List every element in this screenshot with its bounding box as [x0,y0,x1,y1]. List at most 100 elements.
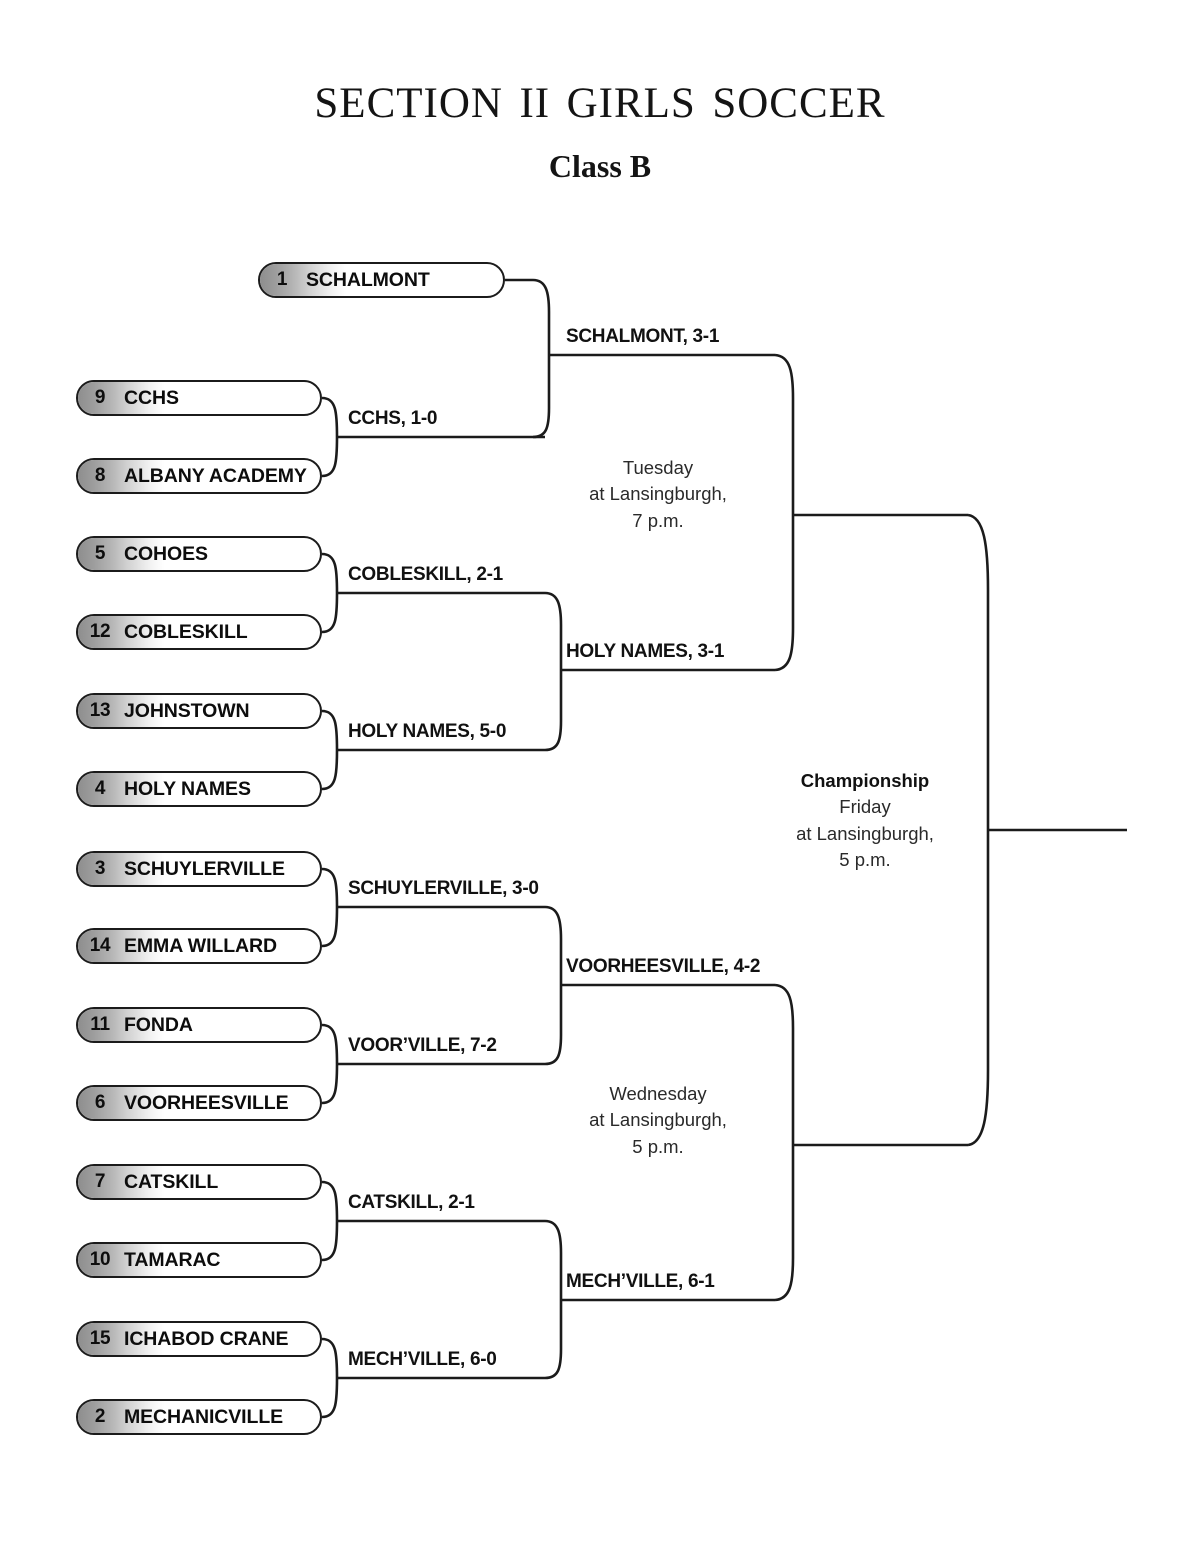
result-label-qf-voorheesville: VOORHEESVILLE, 4-2 [566,956,761,977]
page-header: Section II Girls Soccer Class B [0,0,1200,182]
r2-pair-curve-d [321,867,339,948]
r2-pair-curve-a [321,396,339,478]
r2-pair-curve-f [321,1180,339,1262]
team-pill-ichabod-crane[interactable]: 15 ICHABOD CRANE [76,1321,322,1357]
team-name: CCHS [124,386,179,409]
qf-bracket-1 [532,278,551,439]
championship-heading: Championship [800,770,930,791]
pill-seed-shade [260,264,346,296]
seed-number: 12 [89,621,111,642]
page-title: Section II Girls Soccer [314,63,886,131]
team-pill-schalmont[interactable]: 1 SCHALMONT [258,262,505,298]
team-name: SCHALMONT [306,268,430,291]
game-info-semifinal-top: Tuesday at Lansingburgh, 7 p.m. [543,455,773,534]
semifinal-bottom-day: Wednesday [609,1083,707,1104]
result-label-r2-catskill: CATSKILL, 2-1 [348,1192,475,1213]
seed-number: 8 [94,465,106,486]
sf-bracket-bottom [774,983,795,1302]
team-pill-fonda[interactable]: 11 FONDA [76,1007,322,1043]
pill-seed-shade [78,773,164,805]
team-name: VOORHEESVILLE [124,1091,289,1114]
team-name: CATSKILL [124,1170,219,1193]
team-name: EMMA WILLARD [124,934,277,957]
result-label-r2-schuylerville: SCHUYLERVILLE, 3-0 [348,878,539,899]
r2-pair-curve-b [321,552,339,634]
r2-pair-curve-e [321,1023,339,1105]
team-name: JOHNSTOWN [124,699,250,722]
pill-seed-shade [78,382,164,414]
semifinal-bottom-venue: at Lansingburgh, [589,1109,727,1131]
team-pill-emma-willard[interactable]: 14 EMMA WILLARD [76,928,322,964]
qf-bracket-3 [544,905,563,1066]
team-pill-voorheesville[interactable]: 6 VOORHEESVILLE [76,1085,322,1121]
pill-seed-shade [78,460,164,492]
championship-day: Friday [839,796,891,818]
page-subtitle: Class B [548,148,652,184]
pill-seed-shade [78,616,164,648]
result-label-r2-voorville: VOOR’VILLE, 7-2 [348,1035,497,1056]
championship-venue: at Lansingburgh, [796,822,934,844]
seed-number: 10 [89,1249,111,1270]
team-pill-catskill[interactable]: 7 CATSKILL [76,1164,322,1200]
qf-bracket-4 [544,1219,563,1380]
result-label-r2-cchs: CCHS, 1-0 [348,408,438,429]
championship-time: 5 p.m. [839,848,891,870]
result-label-qf-mechville: MECH’VILLE, 6-1 [566,1271,715,1292]
qf-bracket-2 [544,591,563,752]
team-pill-cohoes[interactable]: 5 COHOES [76,536,322,572]
r2-pair-curve-c [321,709,339,791]
seed-number: 11 [90,1014,110,1035]
result-label-r2-cobleskill: COBLESKILL, 2-1 [348,564,503,585]
r2-pair-curve-g [321,1337,339,1419]
team-name: MECHANICVILLE [124,1405,284,1428]
seed-number: 5 [94,543,106,564]
game-info-semifinal-bottom: Wednesday at Lansingburgh, 5 p.m. [543,1081,773,1160]
team-name: COHOES [124,542,208,565]
team-pill-mechanicville[interactable]: 2 MECHANICVILLE [76,1399,322,1435]
seed-number: 3 [94,858,106,879]
game-info-championship: Championship Friday at Lansingburgh, 5 p… [750,768,980,873]
seed-number: 9 [94,387,106,408]
team-name: TAMARAC [124,1248,221,1271]
pill-seed-shade [78,1323,164,1355]
team-pill-schuylerville[interactable]: 3 SCHUYLERVILLE [76,851,322,887]
pill-seed-shade [78,538,164,570]
seed-number: 15 [89,1328,111,1349]
pill-seed-shade [78,695,164,727]
team-pill-tamarac[interactable]: 10 TAMARAC [76,1242,322,1278]
seed-number: 13 [89,700,111,721]
semifinal-top-time: 7 p.m. [632,509,684,531]
seed-number: 1 [276,269,288,290]
team-name: HOLY NAMES [124,777,251,800]
team-pill-cobleskill[interactable]: 12 COBLESKILL [76,614,322,650]
team-name: ALBANY ACADEMY [124,464,307,487]
team-name: COBLESKILL [124,620,248,643]
sf-bracket-top [774,353,795,672]
team-pill-johnstown[interactable]: 13 JOHNSTOWN [76,693,322,729]
team-name: FONDA [124,1013,193,1036]
seed-number: 2 [94,1406,106,1427]
team-pill-holy-names[interactable]: 4 HOLY NAMES [76,771,322,807]
pill-seed-shade [78,1244,164,1276]
result-label-r2-holy-names: HOLY NAMES, 5-0 [348,721,507,742]
pill-seed-shade [78,1401,164,1433]
seed-number: 6 [94,1092,106,1113]
pill-seed-shade [78,1166,164,1198]
team-pill-cchs[interactable]: 9 CCHS [76,380,322,416]
team-name: SCHUYLERVILLE [124,857,285,880]
semifinal-top-day: Tuesday [622,457,694,478]
result-label-r2-mechville: MECH’VILLE, 6-0 [348,1349,497,1370]
seed-number: 14 [89,935,111,956]
result-label-qf-schalmont: SCHALMONT, 3-1 [566,326,720,347]
team-name: ICHABOD CRANE [124,1327,289,1350]
result-label-qf-holy-names: HOLY NAMES, 3-1 [566,641,725,662]
pill-seed-shade [78,853,164,885]
seed-number: 7 [94,1171,106,1192]
pill-seed-shade [78,1009,164,1041]
pill-seed-shade [78,1087,164,1119]
team-pill-albany-academy[interactable]: 8 ALBANY ACADEMY [76,458,322,494]
semifinal-bottom-time: 5 p.m. [632,1135,684,1157]
semifinal-top-venue: at Lansingburgh, [589,483,727,505]
seed-number: 4 [94,778,106,799]
